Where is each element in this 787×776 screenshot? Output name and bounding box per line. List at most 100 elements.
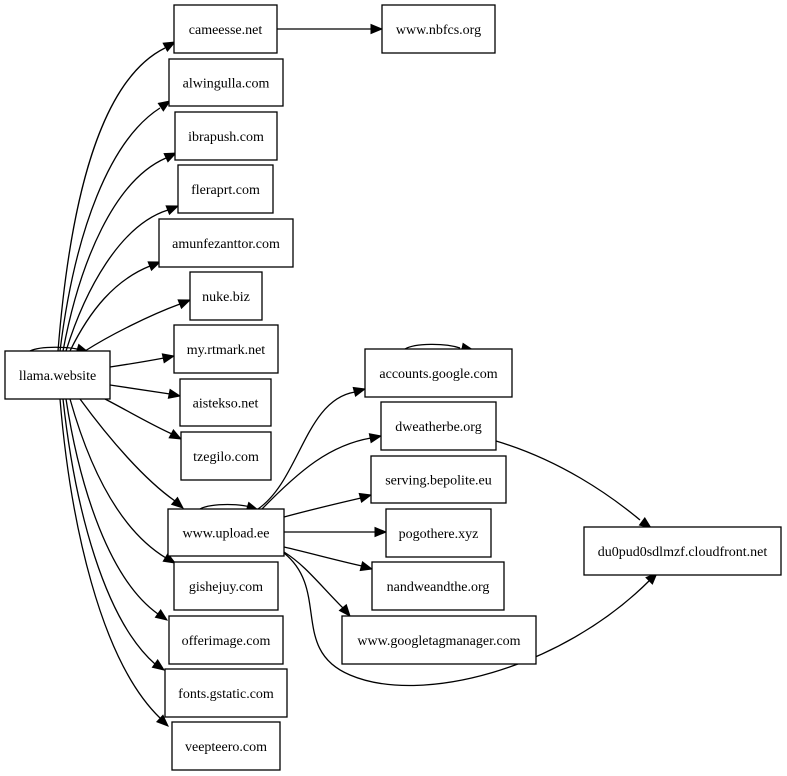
arrowhead <box>161 353 176 364</box>
edge-llama-to-nukebiz <box>84 299 192 352</box>
node-box <box>370 455 507 504</box>
edge-llama-to-ibrapush <box>62 152 178 352</box>
node-fleraprt: fleraprt.com <box>177 164 274 214</box>
node-cloudfront: du0pud0sdlmzf.cloudfront.net <box>583 526 782 576</box>
node-box <box>167 508 285 557</box>
node-label: du0pud0sdlmzf.cloudfront.net <box>598 545 768 560</box>
edge-upload-to-accountsgoogle <box>257 386 367 510</box>
edge-upload-to-dweatherbe <box>261 433 383 510</box>
edge-cameesse-to-nbfcs <box>277 23 384 35</box>
node-label: nuke.biz <box>202 290 250 305</box>
node-label: dweatherbe.org <box>395 420 481 435</box>
node-llama: llama.website <box>4 350 111 400</box>
node-label: llama.website <box>19 369 96 384</box>
arrowhead <box>162 552 177 564</box>
edge-llama-to-tzegilo <box>104 398 183 440</box>
node-label: nandweandthe.org <box>387 580 490 595</box>
node-tzegilo: tzegilo.com <box>180 431 272 481</box>
edge-line <box>79 398 176 502</box>
arrowhead <box>155 714 169 727</box>
arrowhead <box>338 603 351 618</box>
edge-line <box>495 440 641 521</box>
node-box <box>173 4 278 54</box>
edge-upload-to-servingbepolite <box>283 492 373 518</box>
node-label: aistekso.net <box>193 397 259 412</box>
arrowhead <box>358 492 373 504</box>
edge-line <box>65 209 169 352</box>
node-box <box>371 561 505 611</box>
edge-line <box>283 497 362 518</box>
node-cameesse: cameesse.net <box>173 4 278 54</box>
node-alwingulla: alwingulla.com <box>168 58 284 107</box>
edge-line <box>283 546 363 567</box>
node-box <box>180 431 272 481</box>
node-label: my.rtmark.net <box>187 343 266 358</box>
edge-line <box>62 157 167 352</box>
edge-upload-to-pogothere <box>284 526 388 538</box>
node-label: cameesse.net <box>189 23 263 38</box>
node-box <box>179 378 272 427</box>
node-veepteero: veepteero.com <box>171 721 281 771</box>
edge-line <box>261 437 372 510</box>
arrowhead <box>359 560 374 572</box>
node-label: gishejuy.com <box>189 580 263 595</box>
edge-line <box>59 107 161 352</box>
node-label: fleraprt.com <box>191 183 260 198</box>
node-nbfcs: www.nbfcs.org <box>381 4 496 54</box>
node-box <box>174 111 278 161</box>
edge-line <box>57 47 166 352</box>
arrowhead <box>167 388 182 399</box>
edge-line <box>59 398 161 719</box>
node-aistekso: aistekso.net <box>179 378 272 427</box>
node-label: veepteero.com <box>185 740 267 755</box>
node-label: www.googletagmanager.com <box>357 634 520 649</box>
edge-llama-to-myrtmark <box>109 353 176 368</box>
node-box <box>173 324 279 374</box>
node-gishejuy: gishejuy.com <box>173 561 279 611</box>
node-nandweandthe: nandweandthe.org <box>371 561 505 611</box>
node-box <box>189 271 263 321</box>
node-label: fonts.gstatic.com <box>178 687 274 702</box>
edge-llama-to-upload <box>79 398 185 509</box>
arrowhead <box>157 100 172 112</box>
edge-llama-to-amunfezanttor <box>69 261 162 352</box>
node-amunfezanttor: amunfezanttor.com <box>158 218 294 268</box>
node-label: www.nbfcs.org <box>396 23 481 38</box>
node-box <box>341 615 537 665</box>
arrowhead <box>154 609 169 621</box>
edge-line <box>62 398 156 665</box>
node-myrtmark: my.rtmark.net <box>173 324 279 374</box>
node-dweatherbe: dweatherbe.org <box>380 401 497 451</box>
arrowhead <box>162 41 177 53</box>
edge-line <box>404 343 461 350</box>
edge-line <box>69 398 167 559</box>
node-fontsgstatic: fonts.gstatic.com <box>164 668 288 718</box>
edge-line <box>109 357 165 368</box>
node-nukebiz: nuke.biz <box>189 271 263 321</box>
node-label: serving.bepolite.eu <box>385 474 492 489</box>
node-box <box>177 164 274 214</box>
arrowhead <box>170 496 185 509</box>
arrowhead <box>374 526 388 538</box>
node-box <box>381 4 496 54</box>
node-box <box>171 721 281 771</box>
arrowhead <box>147 261 162 272</box>
edge-upload-to-nandweandthe <box>283 546 374 572</box>
edge-llama-to-aistekso <box>109 384 182 399</box>
node-servingbepolite: serving.bepolite.eu <box>370 455 507 504</box>
edge-upload-to-googletagmanager <box>283 551 351 618</box>
edge-line <box>69 265 151 352</box>
edge-line <box>65 398 159 615</box>
edge-line <box>84 303 181 352</box>
edge-line <box>109 384 171 395</box>
edge-llama-to-cameesse <box>57 41 177 352</box>
node-label: amunfezanttor.com <box>172 237 280 252</box>
node-label: alwingulla.com <box>183 77 270 92</box>
node-box <box>173 561 279 611</box>
node-box <box>168 58 284 107</box>
arrowhead <box>163 152 178 163</box>
arrowhead <box>165 205 180 216</box>
node-upload: www.upload.ee <box>167 508 285 557</box>
edge-llama-to-alwingulla <box>59 100 172 352</box>
